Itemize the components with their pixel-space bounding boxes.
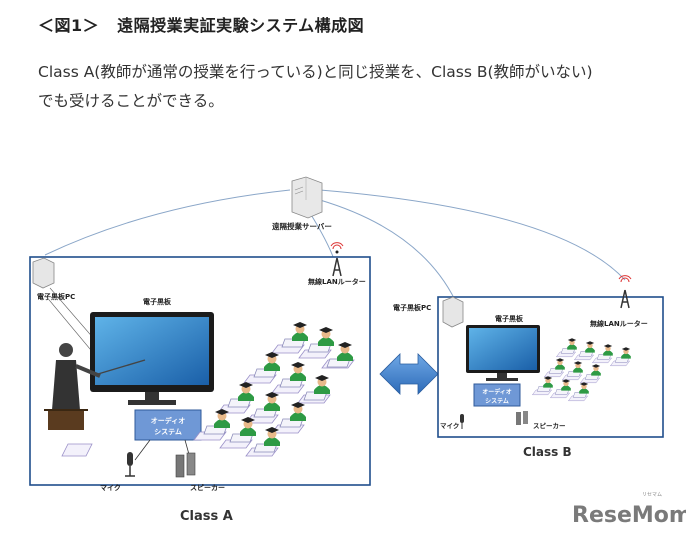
class-a-audio-label-1: オーディオ bbox=[151, 416, 186, 425]
class-b-router-icon bbox=[618, 275, 632, 309]
teacher-icon bbox=[44, 343, 146, 430]
class-b-pc-label: 電子黒板PC bbox=[393, 303, 431, 312]
class-b-speaker-label: スピーカー bbox=[533, 421, 566, 430]
figure-label: ＜図1＞ bbox=[38, 16, 100, 35]
class-a-board-icon bbox=[90, 312, 214, 405]
class-b-mic-icon bbox=[460, 414, 464, 429]
figure-title: 遠隔授業実証実験システム構成図 bbox=[117, 16, 365, 35]
brand-tagline: リセマム bbox=[642, 492, 662, 498]
class-a-router-icon bbox=[330, 242, 344, 277]
teacher-tablet-icon bbox=[61, 443, 93, 457]
class-a-audio-system: オーディオ システム bbox=[134, 409, 202, 441]
class-b-board-label: 電子黒板 bbox=[495, 314, 524, 323]
class-a-mic-icon bbox=[125, 452, 135, 477]
class-a-board-label: 電子黒板 bbox=[143, 297, 172, 306]
class-b-board-icon bbox=[466, 325, 540, 381]
class-a-mic-label: マイク bbox=[100, 483, 121, 492]
description-line-1: Class A(教師が通常の授業を行っている)と同じ授業を、Class B(教師… bbox=[38, 63, 593, 81]
class-a-router-label: 無線LANルーター bbox=[308, 277, 366, 286]
class-a-pc-label: 電子黒板PC bbox=[37, 292, 75, 301]
class-b-pc-icon bbox=[442, 296, 464, 328]
figure-description: Class A(教師が通常の授業を行っている)と同じ授業を、Class B(教師… bbox=[38, 58, 678, 116]
class-b-audio-system: オーディオ システム bbox=[473, 383, 521, 407]
class-b-router-label: 無線LANルーター bbox=[590, 319, 648, 328]
figure-heading: ＜図1＞ 遠隔授業実証実験システム構成図 bbox=[38, 12, 364, 36]
connection-arrow-icon bbox=[379, 353, 439, 395]
class-a-audio-label-2: システム bbox=[154, 428, 182, 436]
class-b-mic-label: マイク bbox=[440, 421, 459, 430]
class-a-speaker-label: スピーカー bbox=[190, 483, 225, 492]
class-b-speaker-icon bbox=[516, 411, 528, 425]
server-label: 遠隔授業サーバー bbox=[272, 221, 332, 231]
class-a-name: Class A bbox=[180, 509, 233, 524]
class-b-audio-label-1: オーディオ bbox=[482, 388, 512, 396]
class-b-audio-label-2: システム bbox=[485, 398, 509, 405]
server-icon bbox=[291, 176, 323, 219]
description-line-2: でも受けることができる。 bbox=[38, 92, 224, 110]
brand-logo: ReseMom bbox=[572, 503, 686, 528]
class-b-name: Class B bbox=[523, 445, 572, 459]
class-a-pc-icon bbox=[32, 257, 55, 289]
class-a-speaker-icon bbox=[175, 452, 196, 478]
